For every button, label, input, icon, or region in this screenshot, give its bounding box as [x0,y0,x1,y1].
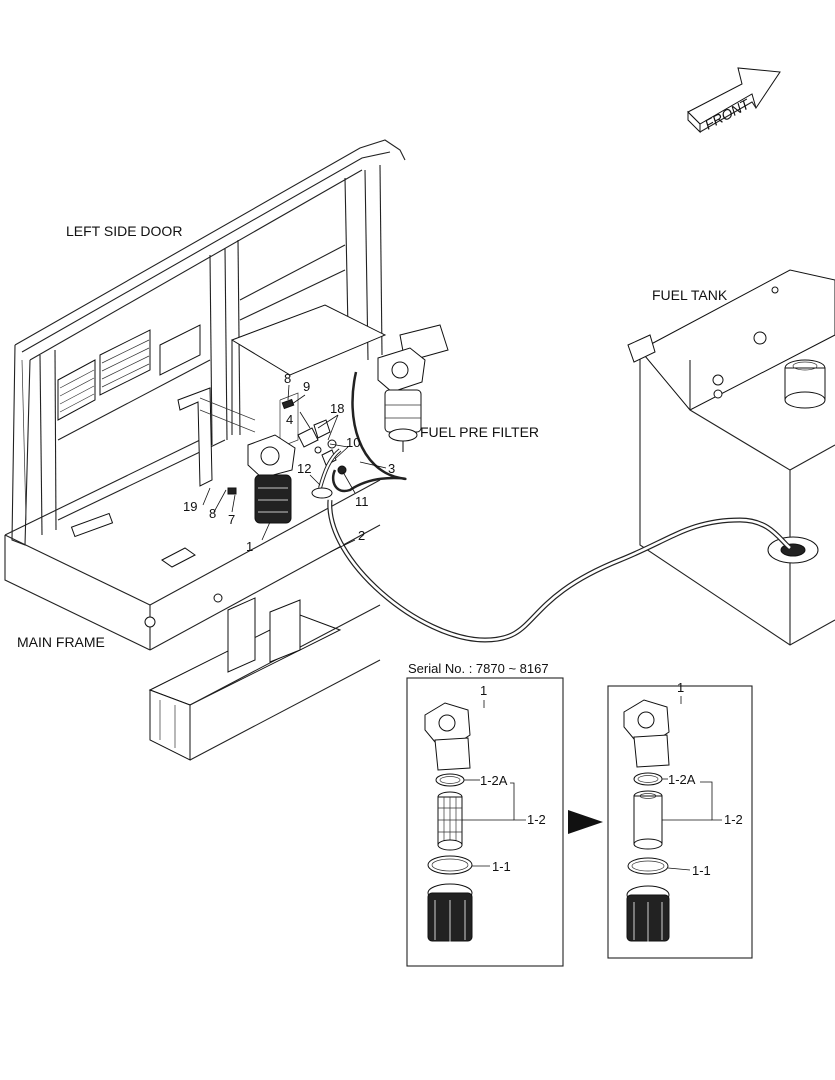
fuel-filter-assembly [227,398,347,524]
callout-2: 2 [358,528,365,543]
detail-old-1-1: 1-1 [492,859,511,874]
fuel-tank [627,269,835,646]
callout-7: 7 [228,512,235,527]
detail-old-1-2a: 1-2A [480,773,508,788]
door-louver-vent [57,329,151,421]
detail-new-1-2: 1-2 [724,812,743,827]
serial-no-label: Serial No. : 7870 ~ 8167 [408,661,549,676]
callout-9: 9 [303,379,310,394]
callout-19: 19 [183,499,197,514]
callout-10: 10 [346,435,360,450]
callout-11: 11 [355,494,369,509]
fuel-pre-filter-label: FUEL PRE FILTER [420,424,539,440]
fuel-pre-filter [377,347,426,452]
callout-8-upper: 8 [284,371,291,386]
callout-leaders [202,384,387,553]
callout-8-lower: 8 [209,506,216,521]
detail-old-1-2: 1-2 [527,812,546,827]
change-arrow-icon [568,810,603,834]
main-frame-label: MAIN FRAME [17,634,105,650]
left-side-door-label: LEFT SIDE DOOR [66,223,182,239]
callout-1: 1 [246,539,253,554]
callout-18: 18 [330,401,344,416]
detail-new-title: 1 [677,680,684,695]
detail-old-title: 1 [480,683,487,698]
detail-new-1-1: 1-1 [692,863,711,878]
callout-4: 4 [286,412,293,427]
fuel-tank-label: FUEL TANK [652,287,728,303]
front-arrow-icon: FRONT [687,67,781,134]
detail-old-filter: 1 1-2A 1-2 1-1 [406,677,564,967]
fuel-hoses [311,371,792,643]
callout-12: 12 [297,461,311,476]
detail-new-filter: 1 1-2A 1-2 1-1 [607,680,753,959]
callout-3: 3 [388,461,395,476]
mounting-panel [177,304,449,487]
detail-new-1-2a: 1-2A [668,772,696,787]
left-side-door [11,139,406,546]
main-frame [4,439,381,761]
callouts: 1 2 3 4 7 8 8 9 10 11 12 18 19 [183,371,395,554]
